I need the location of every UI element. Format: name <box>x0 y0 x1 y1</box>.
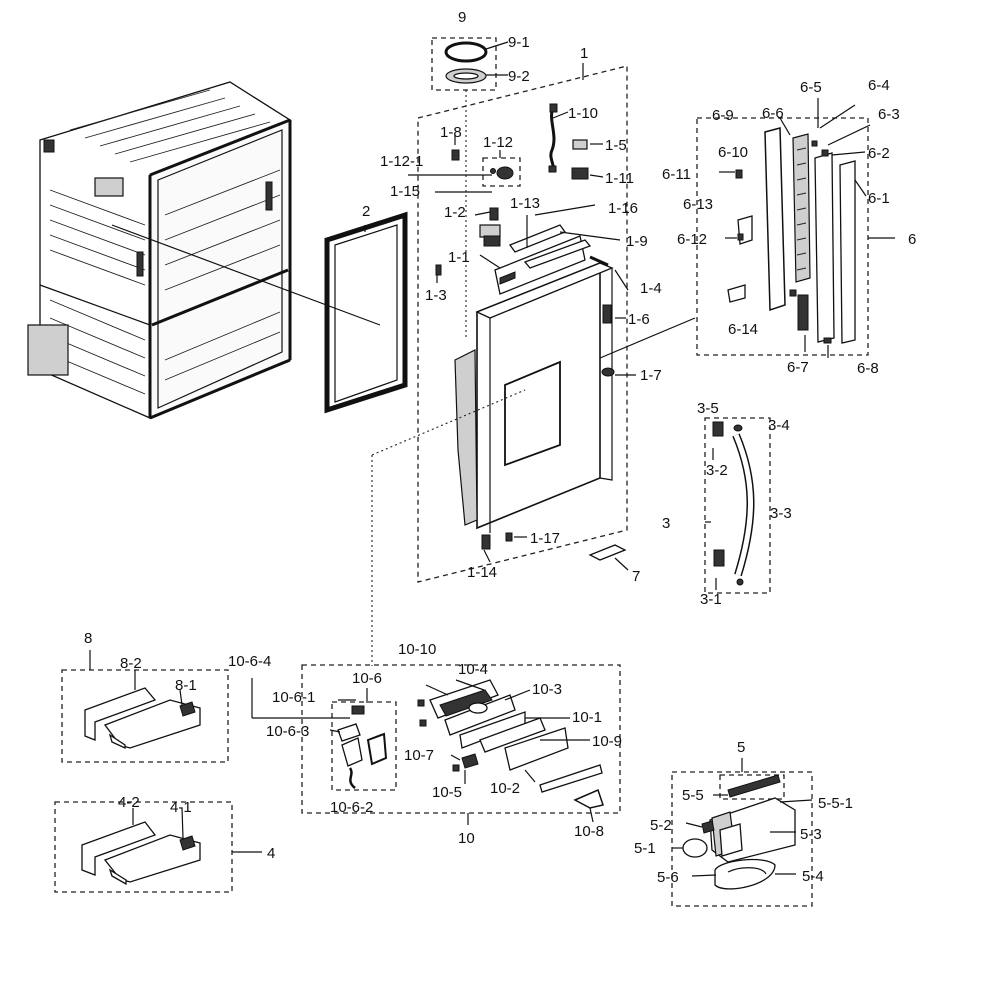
label-1-7: 1-7 <box>640 367 662 384</box>
label-6-5: 6-5 <box>800 79 822 96</box>
label-6-7: 6-7 <box>787 359 809 376</box>
label-9-2: 9-2 <box>508 68 530 85</box>
label-1-13: 1-13 <box>510 195 540 212</box>
label-10: 10 <box>458 830 475 847</box>
label-6-14: 6-14 <box>728 321 758 338</box>
label-6-2: 6-2 <box>868 145 890 162</box>
label-6-12: 6-12 <box>677 231 707 248</box>
label-10-3: 10-3 <box>532 681 562 698</box>
label-1-9: 1-9 <box>626 233 648 250</box>
label-1-4: 1-4 <box>640 280 662 297</box>
label-5-5-1: 5-5-1 <box>818 795 853 812</box>
label-6-6: 6-6 <box>762 105 784 122</box>
label-1-3: 1-3 <box>425 287 447 304</box>
dispenser-assembly <box>337 679 604 809</box>
refrigerator-cabinet <box>27 81 292 420</box>
label-10-9: 10-9 <box>592 733 622 750</box>
callout-labels: 9 9-1 9-2 1 1-10 1-5 1-11 1-8 1-12 1-12-… <box>84 9 916 886</box>
door-trim-parts <box>727 127 856 344</box>
label-8-1: 8-1 <box>175 677 197 694</box>
label-1-6: 1-6 <box>628 311 650 328</box>
label-10-6-4: 10-6-4 <box>228 653 271 670</box>
label-3-3: 3-3 <box>770 505 792 522</box>
label-4: 4 <box>267 845 275 862</box>
label-1-15: 1-15 <box>390 183 420 200</box>
label-10-6: 10-6 <box>352 670 382 687</box>
label-1: 1 <box>580 45 588 62</box>
label-1-14: 1-14 <box>467 564 497 581</box>
part-9-cap <box>444 41 488 84</box>
label-10-2: 10-2 <box>490 780 520 797</box>
label-6-1: 6-1 <box>868 190 890 207</box>
label-10-6-3: 10-6-3 <box>266 723 309 740</box>
label-3-1: 3-1 <box>700 591 722 608</box>
label-6-4: 6-4 <box>868 77 890 94</box>
label-6-11: 6-11 <box>662 166 691 183</box>
label-5-6: 5-6 <box>657 869 679 886</box>
label-5-5: 5-5 <box>682 787 704 804</box>
ice-maker-assembly <box>682 774 796 890</box>
label-1-11: 1-11 <box>605 170 634 187</box>
label-3-5: 3-5 <box>697 400 719 417</box>
label-10-1: 10-1 <box>572 709 602 726</box>
label-9-1: 9-1 <box>508 34 530 51</box>
label-6-13: 6-13 <box>683 196 713 213</box>
label-6-10: 6-10 <box>718 144 748 161</box>
label-3-2: 3-2 <box>706 462 728 479</box>
door-handle-parts <box>712 421 755 586</box>
label-1-8: 1-8 <box>440 124 462 141</box>
label-6-8: 6-8 <box>857 360 879 377</box>
label-3-4: 3-4 <box>768 417 790 434</box>
label-10-8: 10-8 <box>574 823 604 840</box>
part-8-shelf <box>84 687 201 750</box>
label-1-12-1: 1-12-1 <box>380 153 423 170</box>
refrigerator-door <box>454 235 614 533</box>
label-8-2: 8-2 <box>120 655 142 672</box>
label-6-3: 6-3 <box>878 106 900 123</box>
label-10-7: 10-7 <box>404 747 434 764</box>
label-2: 2 <box>362 203 370 220</box>
label-9: 9 <box>458 9 466 26</box>
label-1-5: 1-5 <box>605 137 627 154</box>
label-10-10: 10-10 <box>398 641 436 658</box>
label-7: 7 <box>632 568 640 585</box>
label-1-17: 1-17 <box>530 530 560 547</box>
door-gasket <box>324 211 408 414</box>
label-10-6-1: 10-6-1 <box>272 689 315 706</box>
label-3: 3 <box>662 515 670 532</box>
label-5-3: 5-3 <box>800 826 822 843</box>
label-4-2: 4-2 <box>118 794 140 811</box>
label-5-2: 5-2 <box>650 817 672 834</box>
part-4-shelf <box>81 821 201 886</box>
label-6-9: 6-9 <box>712 107 734 124</box>
label-10-6-2: 10-6-2 <box>330 799 373 816</box>
label-1-10: 1-10 <box>568 105 598 122</box>
label-5-4: 5-4 <box>802 868 824 885</box>
label-1-12: 1-12 <box>483 134 513 151</box>
label-1-1: 1-1 <box>448 249 470 266</box>
label-1-16: 1-16 <box>608 200 638 217</box>
label-10-5: 10-5 <box>432 784 462 801</box>
label-5: 5 <box>737 739 745 756</box>
label-10-4: 10-4 <box>458 661 488 678</box>
label-8: 8 <box>84 630 92 647</box>
label-5-1: 5-1 <box>634 840 656 857</box>
label-4-1: 4-1 <box>170 799 192 816</box>
label-1-2: 1-2 <box>444 204 466 221</box>
label-6: 6 <box>908 231 916 248</box>
door-small-parts <box>435 103 615 550</box>
